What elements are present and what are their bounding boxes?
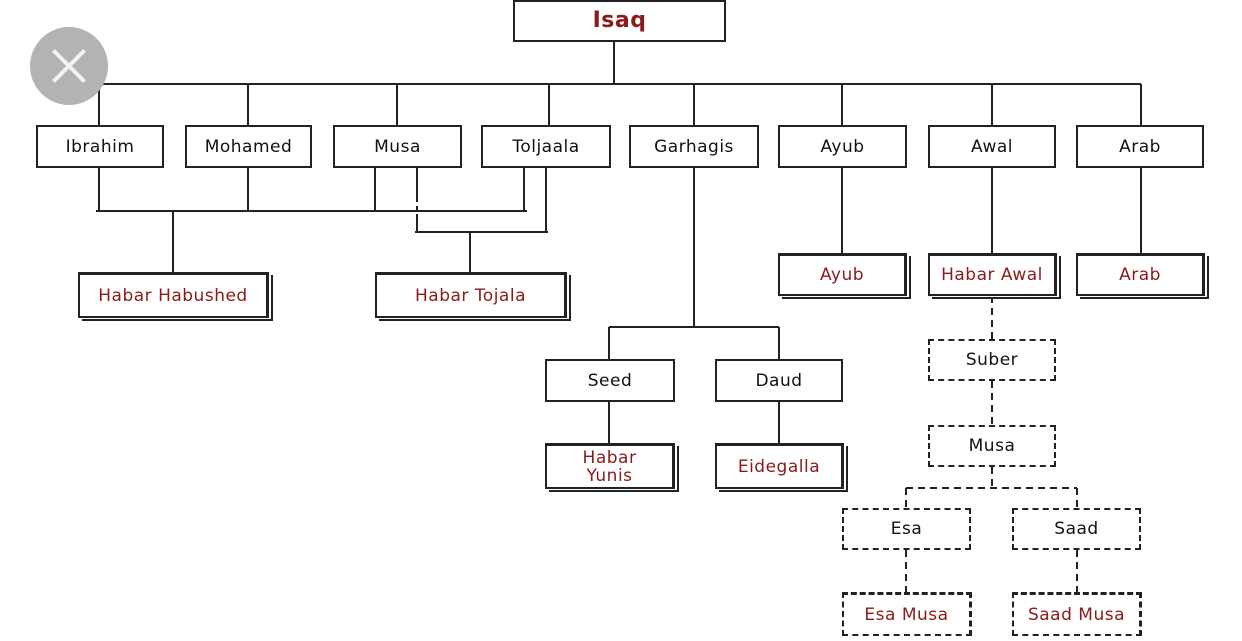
son-node-toljaala: Toljaala (481, 125, 611, 168)
clan-node-habar-habushed: Habar Habushed (78, 272, 269, 318)
lineage-node-musa: Musa (928, 425, 1056, 467)
close-button[interactable] (30, 27, 108, 105)
clan-node-ayub: Ayub (778, 253, 907, 296)
lineage-node-saad: Saad (1012, 508, 1141, 550)
son-node-ayub: Ayub (778, 125, 907, 168)
clan-node-habar-yunis: Habar Yunis (545, 443, 675, 489)
son-node-garhagis: Garhagis (629, 125, 759, 168)
lineage-node-suber: Suber (928, 339, 1056, 381)
son-node-seed: Seed (545, 359, 675, 402)
clan-node-eidegalla: Eidegalla (715, 443, 844, 489)
clan-node-arab: Arab (1076, 253, 1205, 296)
son-node-mohamed: Mohamed (185, 125, 312, 168)
son-node-ibrahim: Ibrahim (36, 125, 164, 168)
clan-label-habar-yunis: Habar Yunis (582, 447, 637, 486)
lineage-node-esa: Esa (842, 508, 971, 550)
clan-node-saad-musa: Saad Musa (1012, 592, 1142, 636)
clan-node-habar-awal: Habar Awal (928, 253, 1057, 296)
son-node-daud: Daud (715, 359, 843, 402)
root-node-isaq: Isaq (513, 0, 726, 42)
son-node-awal: Awal (928, 125, 1056, 168)
son-node-arab: Arab (1076, 125, 1204, 168)
son-node-musa: Musa (333, 125, 462, 168)
clan-node-habar-tojala: Habar Tojala (375, 272, 567, 318)
clan-node-esa-musa: Esa Musa (842, 592, 972, 636)
